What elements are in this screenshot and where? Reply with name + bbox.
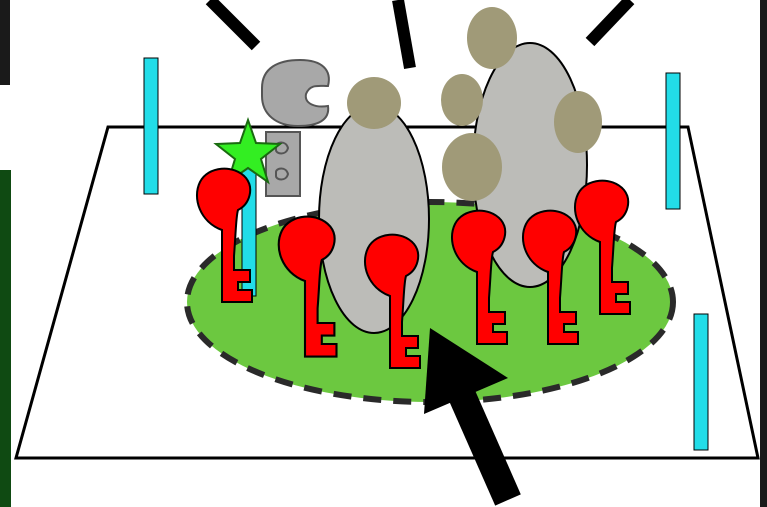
green-star [213,116,283,185]
gray-protein-lower [265,131,301,197]
receptor-5 [522,209,579,345]
arrow-head [424,328,508,414]
cyan-bar-1 [143,57,159,195]
receptor-2 [277,215,338,358]
left-frame-top [0,0,10,85]
receptor-1 [196,167,253,303]
right-frame-strip [760,0,767,507]
receptor-3 [364,233,421,369]
cyan-bar-2 [665,72,681,210]
knob-center [347,77,401,129]
arrow-shaft [443,376,521,506]
pointer-arrow [424,328,521,506]
red-receptors [196,167,631,369]
cyan-bar-4 [693,313,709,451]
top-line-left [205,0,261,51]
gray-protein-top [261,58,330,128]
knob-left-upper [441,74,483,126]
large-protein-center [318,104,430,334]
receptor-4 [451,209,508,345]
receptor-6 [574,179,631,315]
top-line-middle [392,0,416,70]
knob-left-lower [442,133,502,201]
knob-top [467,7,517,69]
top-line-right [585,0,635,47]
left-frame-green-strip [0,170,11,507]
knob-right [554,91,602,153]
